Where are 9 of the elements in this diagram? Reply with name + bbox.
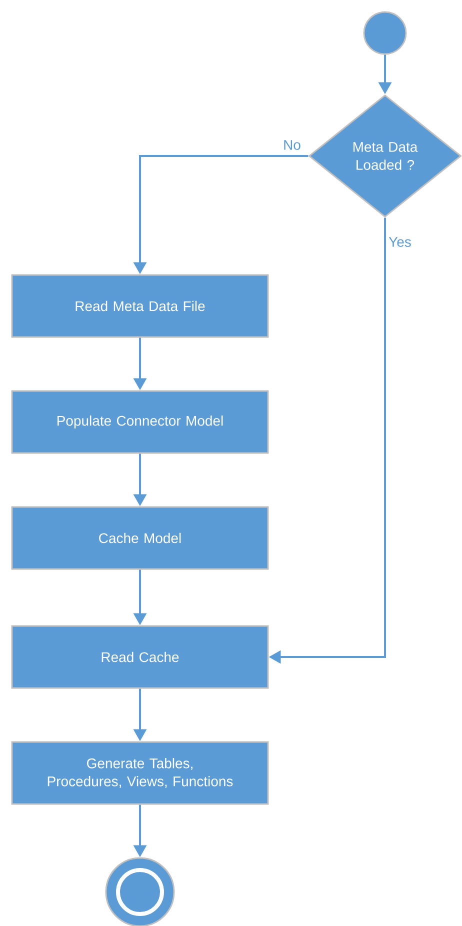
process-box: Read Meta Data File [11, 274, 269, 338]
edge-label: Yes [388, 236, 412, 248]
process-box: Cache Model [11, 506, 269, 570]
end-circle [105, 857, 175, 926]
process-box: Populate Connector Model [11, 390, 269, 454]
process-box: Read Cache [11, 625, 269, 689]
process-box: Generate Tables, Procedures, Views, Functions [11, 741, 269, 805]
start-circle [363, 11, 407, 55]
edge-label: No [282, 139, 302, 151]
